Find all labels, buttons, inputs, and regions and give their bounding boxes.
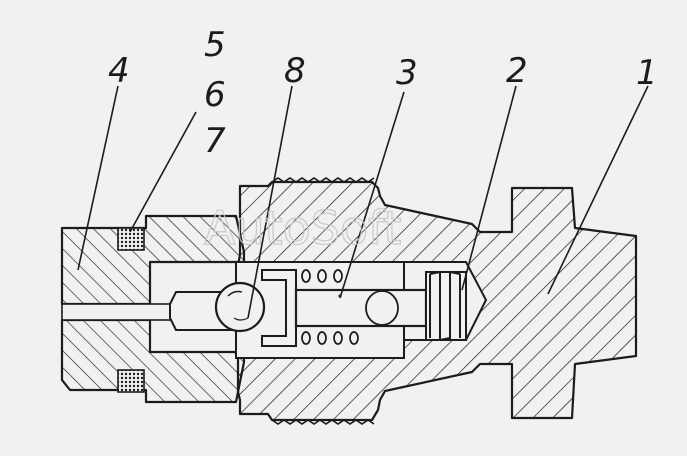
callout-5: 5 <box>204 25 226 65</box>
callout-1: 1 <box>636 53 658 93</box>
callout-3: 3 <box>396 53 418 93</box>
watermark-text: AutoSoft <box>204 201 402 255</box>
callout-2: 2 <box>506 51 528 91</box>
inlet-fitting-part-4 <box>60 214 246 404</box>
plunger-part-3 <box>294 288 428 328</box>
leader-lines <box>77 85 649 319</box>
callout-7: 7 <box>204 121 226 161</box>
main-spring-part-2 <box>425 271 467 341</box>
callout-6: 6 <box>204 75 226 115</box>
callout-4: 4 <box>108 51 130 91</box>
seal-ring-bottom <box>117 369 145 393</box>
callout-8: 8 <box>284 51 306 91</box>
plunger-spring <box>301 269 359 345</box>
seal-ring-top <box>117 227 145 251</box>
